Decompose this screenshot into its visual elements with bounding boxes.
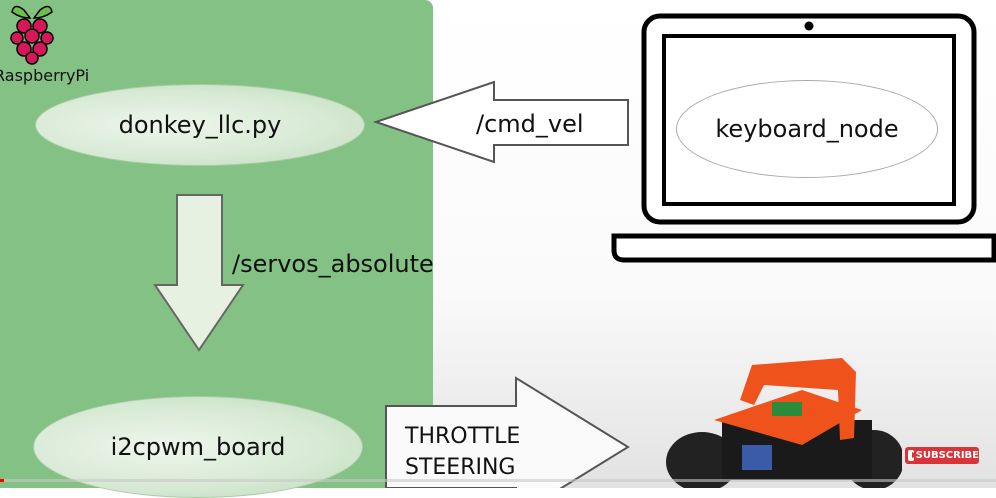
topic-cmd-vel: /cmd_vel	[476, 110, 584, 138]
play-icon	[908, 450, 919, 461]
cmd-vel-arrow-icon	[372, 80, 629, 164]
arrows-layer	[153, 80, 630, 488]
node-keyboard: keyboard_node	[676, 80, 938, 178]
node-donkey-llc: donkey_llc.py	[35, 84, 365, 166]
subscribe-label: SUBSCRIBE	[915, 450, 979, 461]
video-progress-bar[interactable]	[0, 479, 996, 482]
raspberry-pi-logo-text: RaspberryPi	[0, 66, 90, 85]
video-progress-fill	[0, 479, 4, 482]
subscribe-button[interactable]: SUBSCRIBE	[905, 447, 979, 464]
topic-servos-absolute: /servos_absolute	[232, 250, 434, 278]
robot-car-image	[666, 358, 902, 488]
label-steering: STEERING	[405, 455, 516, 480]
servos-arrow-icon	[153, 194, 245, 352]
raspberry-pi-logo-icon	[10, 5, 54, 65]
label-throttle: THROTTLE	[405, 424, 521, 449]
